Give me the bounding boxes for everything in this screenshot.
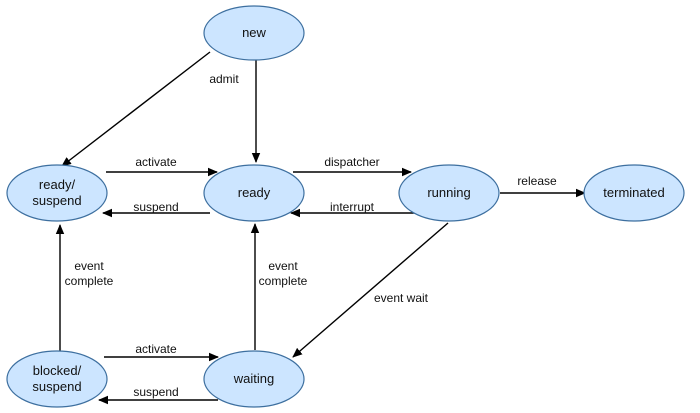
edge-new-to-ready-suspend [61,51,211,167]
edge-label-activate-bottom: activate [135,342,177,356]
edge-label-interrupt: interrupt [330,200,375,214]
state-label-waiting: waiting [233,371,274,386]
edge-label-event-complete-mid-line2: complete [259,274,308,288]
state-label-ready-suspend: ready/ [39,177,76,192]
edge-label-dispatcher: dispatcher [324,155,379,169]
edge-label-event-complete-left-line2: complete [65,274,114,288]
edge-running-to-waiting [292,222,449,358]
state-running: running [398,164,500,222]
state-label-blocked-suspend-line2: suspend [32,379,81,394]
state-waiting: waiting [203,350,305,408]
state-label-blocked-suspend: blocked/ [33,363,82,378]
state-label-new: new [242,25,266,40]
edge-label-release: release [517,174,557,188]
state-ready: ready [203,164,305,222]
state-new: new [203,5,305,61]
edge-label-suspend-bottom: suspend [133,385,178,399]
state-ready-suspend: ready/ suspend [6,164,108,222]
state-label-running: running [427,185,470,200]
edge-label-activate-top: activate [135,155,177,169]
state-blocked-suspend: blocked/ suspend [6,350,108,408]
edge-label-suspend-top: suspend [133,200,178,214]
state-label-ready: ready [238,185,271,200]
edge-label-event-complete-mid: event [268,259,298,273]
state-label-terminated: terminated [603,185,664,200]
edge-label-admit: admit [209,72,239,86]
state-label-ready-suspend-line2: suspend [32,193,81,208]
edge-label-event-complete-left: event [74,259,104,273]
state-terminated: terminated [583,164,685,222]
edge-label-event-wait: event wait [374,291,429,305]
